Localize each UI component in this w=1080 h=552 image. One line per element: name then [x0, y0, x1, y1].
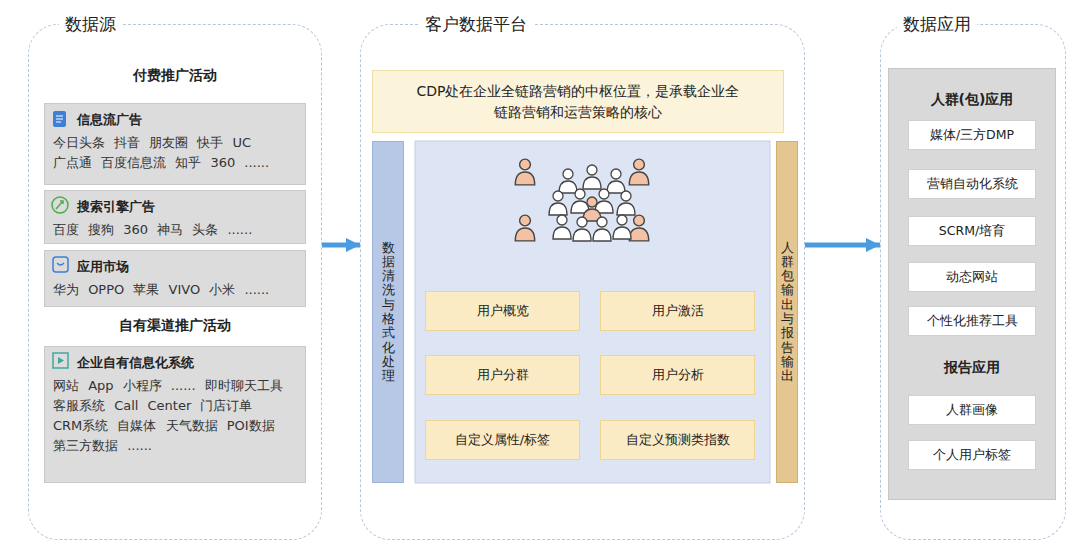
person-icon [583, 197, 601, 221]
process-band: 数据清洗与格式化处理 [372, 141, 404, 483]
box-heading: 信息流广告 [53, 110, 297, 130]
application-box: 媒体/三方DMP [908, 120, 1036, 150]
panel-title: 数据源 [59, 12, 122, 36]
box-label: 用户分群 [477, 366, 529, 384]
application-group: 人群(包)应用报告应用 媒体/三方DMP 营销自动化系统 SCRM/培育动态网站个性化… [888, 68, 1056, 500]
box-label: 营销自动化系统 [927, 176, 1018, 193]
person-icon [549, 191, 567, 215]
app-market-icon [57, 263, 64, 265]
person-icon [515, 215, 534, 241]
person-icon [571, 189, 589, 213]
box-heading: 应用市场 [53, 257, 297, 277]
output-band: 人群包输出与报告输出 [776, 141, 798, 483]
app-market-icon [53, 257, 68, 272]
channel-box: 搜索引擎广告百度 搜狗 360 神马 头条 ...... [44, 190, 306, 244]
box-label: 个性化推荐工具 [927, 313, 1018, 330]
feed-ad-icon [53, 111, 66, 127]
application-box: 营销自动化系统 [908, 169, 1036, 199]
box-label: 自定义预测类指数 [626, 431, 730, 449]
box-body: 今日头条 抖音 朋友圈 快手 UC 广点通 百度信息流 知乎 360 .....… [53, 133, 297, 173]
section-heading: 报告应用 [889, 359, 1055, 377]
box-label: 人群包输出与报告输出 [781, 241, 794, 384]
application-box: 个性化推荐工具 [908, 306, 1036, 336]
panel-title: 数据应用 [897, 12, 977, 36]
box-body: 华为 OPPO 苹果 VIVO 小米 ...... [53, 280, 297, 300]
application-box: 个人用户标签 [908, 440, 1036, 470]
box-label: 个人用户标签 [933, 447, 1011, 464]
function-box: 自定义预测类指数 [600, 420, 755, 460]
application-box: SCRM/培育 [908, 216, 1036, 246]
section-heading: 人群(包)应用 [889, 91, 1055, 109]
channel-box: 应用市场华为 OPPO 苹果 VIVO 小米 ...... [44, 250, 306, 307]
note-banner: CDP处在企业全链路营销的中枢位置，是承载企业全链路营销和运营策略的核心 [372, 70, 784, 133]
system-icon [53, 353, 68, 368]
person-icon [617, 191, 635, 215]
feed-ad-icon [53, 111, 66, 127]
core-area [415, 141, 770, 483]
box-label: 动态网站 [946, 269, 998, 286]
person-icon [629, 215, 648, 241]
search-ad-icon [56, 201, 63, 209]
person-icon [595, 189, 613, 213]
person-icon [553, 215, 571, 239]
application-box: 人群画像 [908, 395, 1036, 425]
search-ad-icon [52, 197, 68, 213]
person-icon [559, 169, 577, 193]
box-body: 百度 搜狗 360 神马 头条 ...... [53, 220, 297, 240]
box-label: 人群画像 [946, 402, 998, 419]
box-label: 数据清洗与格式化处理 [382, 241, 395, 384]
box-label: 用户激活 [652, 302, 704, 320]
function-box: 自定义属性/标签 [425, 420, 580, 460]
person-icon [515, 159, 534, 185]
person-icon [573, 217, 591, 241]
box-label: 用户分析 [652, 366, 704, 384]
section-heading: 付费推广活动 [29, 67, 320, 85]
feed-ad-icon [56, 116, 63, 122]
search-ad-icon [52, 197, 68, 213]
box-label: 媒体/三方DMP [930, 127, 1014, 144]
person-icon [613, 215, 631, 239]
channel-box: 信息流广告今日头条 抖音 朋友圈 快手 UC 广点通 百度信息流 知乎 360 … [44, 103, 306, 185]
box-heading: 搜索引擎广告 [53, 197, 297, 217]
box-label: 自定义属性/标签 [455, 431, 550, 449]
panel-title: 客户数据平台 [419, 12, 533, 36]
system-icon [58, 357, 64, 364]
function-box: 用户分析 [600, 355, 755, 395]
flow-arrow [805, 243, 880, 248]
app-market-icon [53, 257, 68, 272]
box-label: SCRM/培育 [939, 223, 1005, 240]
flow-arrow [322, 243, 360, 248]
box-body: 网站 App 小程序 ...... 即时聊天工具 客服系统 Call Cente… [53, 376, 297, 456]
function-box: 用户概览 [425, 291, 580, 331]
channel-box: 企业自有信息化系统网站 App 小程序 ...... 即时聊天工具 客服系统 C… [44, 346, 306, 483]
people-illustration [515, 159, 648, 241]
source-panel: 数据源付费推广活动自有渠道推广活动信息流广告今日头条 抖音 朋友圈 快手 UC … [28, 24, 322, 540]
person-icon [593, 217, 611, 241]
person-icon [583, 165, 601, 189]
application-box: 动态网站 [908, 262, 1036, 292]
person-icon [629, 159, 648, 185]
box-label: 用户概览 [477, 302, 529, 320]
application-panel: 数据应用人群(包)应用报告应用媒体/三方DMP营销自动化系统SCRM/培育动态网… [880, 24, 1066, 540]
box-label: CDP处在企业全链路营销的中枢位置，是承载企业全链路营销和运营策略的核心 [413, 81, 743, 123]
function-box: 用户激活 [600, 291, 755, 331]
function-box: 用户分群 [425, 355, 580, 395]
box-heading: 企业自有信息化系统 [53, 353, 297, 373]
section-heading: 自有渠道推广活动 [29, 317, 320, 335]
person-icon [607, 169, 625, 193]
system-icon [53, 353, 68, 368]
cdp-panel: 客户数据平台CDP处在企业全链路营销的中枢位置，是承载企业全链路营销和运营策略的… [360, 24, 805, 540]
